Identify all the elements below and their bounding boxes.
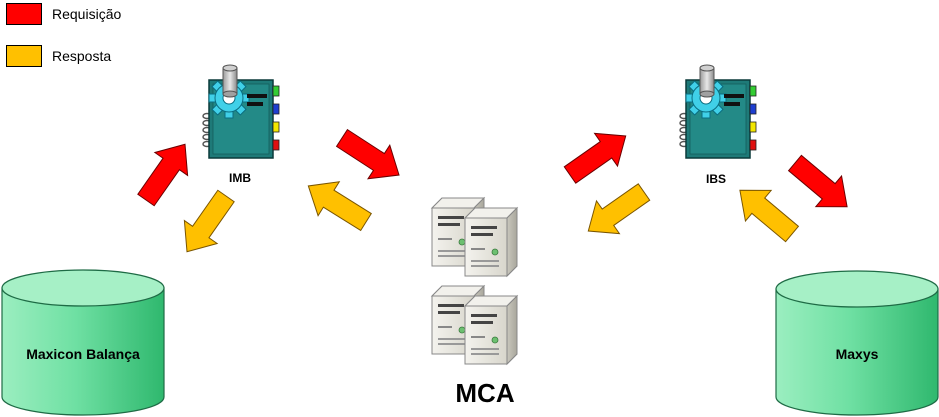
legend-swatch-red <box>6 3 42 25</box>
legend-item-requisicao: Requisição <box>6 3 121 25</box>
legend-item-resposta: Resposta <box>6 45 111 67</box>
gear-notebook-icon <box>202 64 280 159</box>
request-arrow <box>781 147 861 223</box>
database-icon <box>1 269 165 416</box>
node-label-imb: IMB <box>229 171 251 185</box>
response-arrow <box>297 168 378 240</box>
server-stack-icon <box>431 197 518 365</box>
gear-notebook-icon <box>679 64 757 159</box>
request-arrow <box>558 119 638 192</box>
legend-swatch-orange <box>6 45 42 67</box>
legend-label: Resposta <box>52 48 112 64</box>
response-arrow <box>170 184 243 264</box>
node-label-maxys: Maxys <box>835 346 879 362</box>
legend-label: Requisição <box>52 6 122 22</box>
request-arrow <box>330 120 411 193</box>
node-label-ibs: IBS <box>705 172 726 186</box>
node-label-maxicon-balanca: Maxicon Balança <box>26 346 140 362</box>
response-arrow <box>576 175 656 248</box>
response-arrow <box>726 174 806 250</box>
database-icon <box>775 270 939 416</box>
node-label-mca: MCA <box>455 378 515 408</box>
request-arrow <box>129 132 202 212</box>
